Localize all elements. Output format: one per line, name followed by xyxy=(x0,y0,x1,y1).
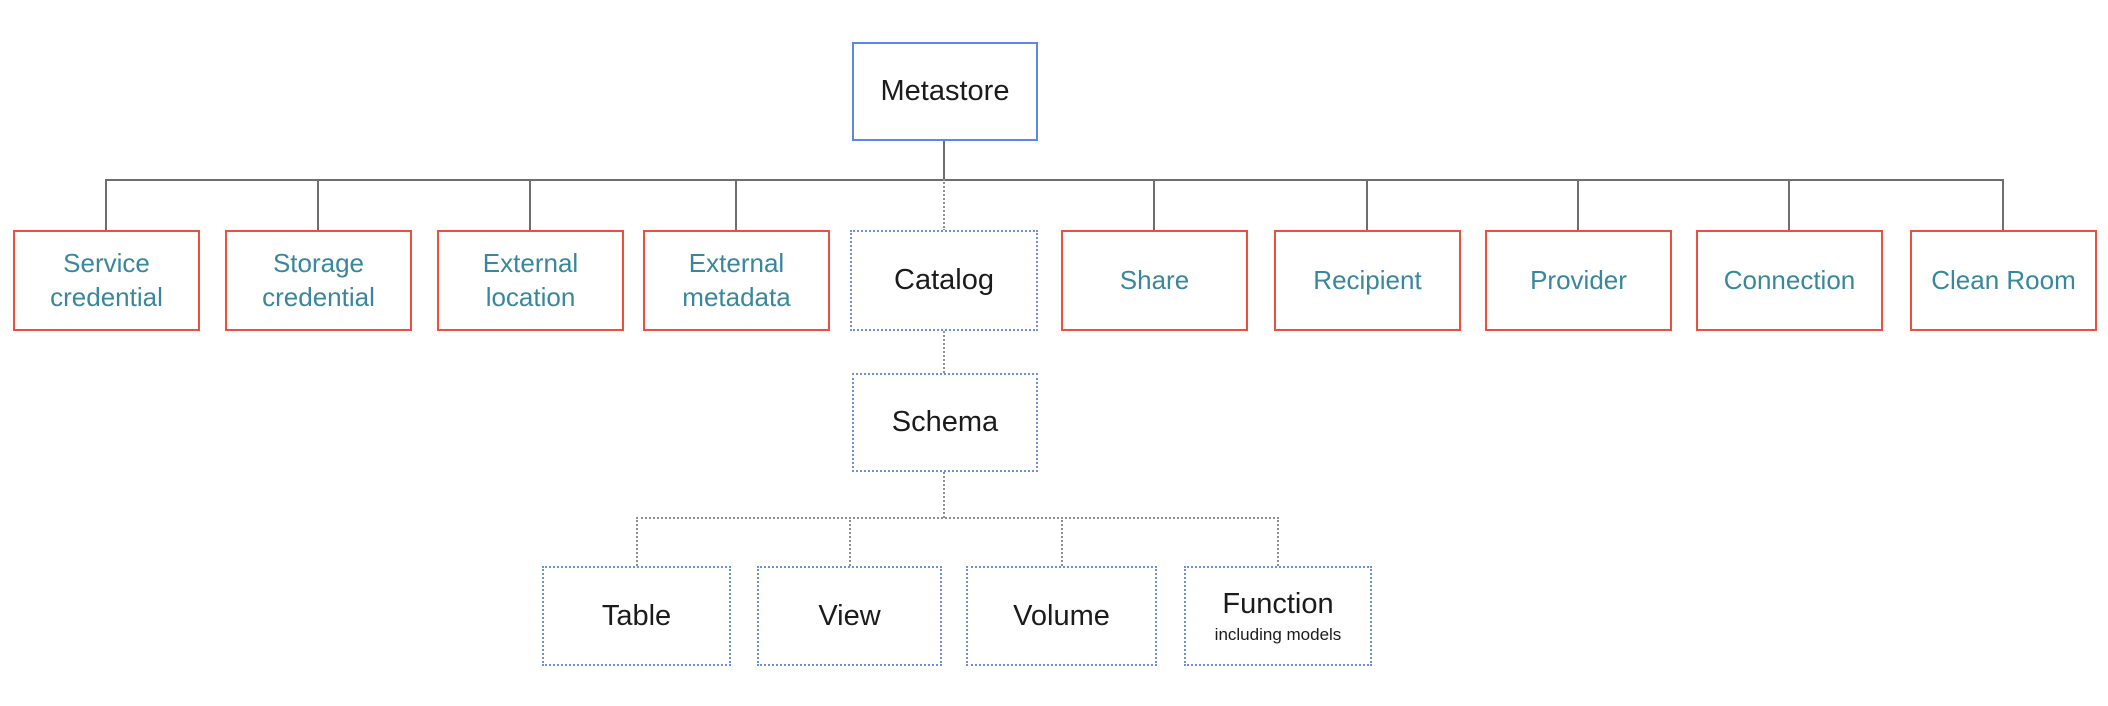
node-external-location: External location xyxy=(437,230,624,331)
node-volume-label: Volume xyxy=(1013,599,1110,632)
node-metastore: Metastore xyxy=(852,42,1038,141)
node-volume: Volume xyxy=(966,566,1157,666)
node-recipient-label: Recipient xyxy=(1313,264,1422,295)
connector-stub-catalog xyxy=(943,179,945,231)
connector-schema-stub xyxy=(943,472,945,518)
connector-stub-provider xyxy=(1577,179,1579,231)
connector-stub-clean-room xyxy=(2002,179,2004,231)
connector-stub-function xyxy=(1277,517,1279,566)
node-table-label: Table xyxy=(601,599,672,632)
connector-stub-volume xyxy=(1061,517,1063,566)
node-external-metadata-label: External metadata xyxy=(682,247,791,312)
node-external-location-label: External location xyxy=(482,247,579,312)
node-function: Function including models xyxy=(1184,566,1372,666)
connector-stub-share xyxy=(1153,179,1155,231)
connector-metastore-stub xyxy=(943,141,945,180)
node-metastore-label: Metastore xyxy=(880,75,1010,107)
node-recipient: Recipient xyxy=(1274,230,1461,331)
node-view: View xyxy=(757,566,942,666)
node-schema-label: Schema xyxy=(891,406,999,438)
node-clean-room-label: Clean Room xyxy=(1931,264,2076,295)
connector-stub-external-metadata xyxy=(735,179,737,231)
connector-stub-recipient xyxy=(1366,179,1368,231)
node-share: Share xyxy=(1061,230,1248,331)
node-provider: Provider xyxy=(1485,230,1672,331)
node-service-credential-label: Service credential xyxy=(50,247,163,312)
node-table: Table xyxy=(542,566,731,666)
connector-stub-external-location xyxy=(529,179,531,231)
connector-schema-children-trunk xyxy=(636,517,1279,519)
node-function-label: Function xyxy=(1222,587,1334,620)
node-schema: Schema xyxy=(852,373,1038,472)
connector-stub-service-credential xyxy=(105,179,107,231)
node-view-label: View xyxy=(818,599,881,632)
node-service-credential: Service credential xyxy=(13,230,200,331)
connector-trunk xyxy=(106,179,2004,181)
node-connection: Connection xyxy=(1696,230,1883,331)
connector-stub-view xyxy=(849,517,851,566)
node-storage-credential-label: Storage credential xyxy=(262,247,375,312)
node-connection-label: Connection xyxy=(1723,264,1856,295)
connector-stub-connection xyxy=(1788,179,1790,231)
node-external-metadata: External metadata xyxy=(643,230,830,331)
node-catalog: Catalog xyxy=(850,230,1038,331)
node-provider-label: Provider xyxy=(1530,264,1627,295)
node-clean-room: Clean Room xyxy=(1910,230,2097,331)
connector-catalog-schema xyxy=(943,331,945,373)
connector-stub-table xyxy=(636,517,638,566)
node-storage-credential: Storage credential xyxy=(225,230,412,331)
node-share-label: Share xyxy=(1119,264,1190,295)
node-function-sublabel: including models xyxy=(1214,624,1342,644)
connector-stub-storage-credential xyxy=(317,179,319,231)
node-catalog-label: Catalog xyxy=(894,264,994,296)
